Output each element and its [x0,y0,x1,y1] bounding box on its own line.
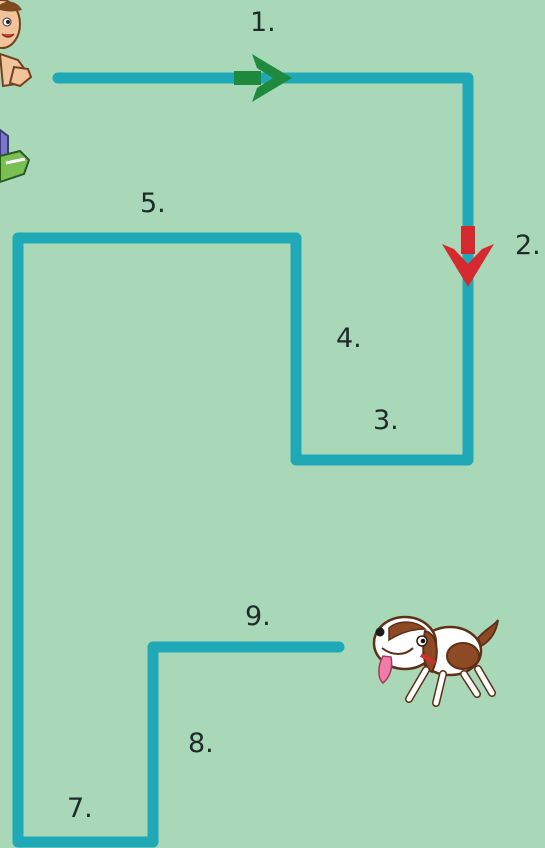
step-5-label: 5. [140,188,166,219]
step-4-label: 4. [336,323,362,354]
step-3-label: 3. [373,405,399,436]
step-8-label: 8. [188,728,214,759]
step-7-label: 7. [67,793,93,824]
step-9-label: 9. [245,601,271,632]
step-1-label: 1. [250,7,276,38]
step-2-label: 2. [515,230,541,261]
